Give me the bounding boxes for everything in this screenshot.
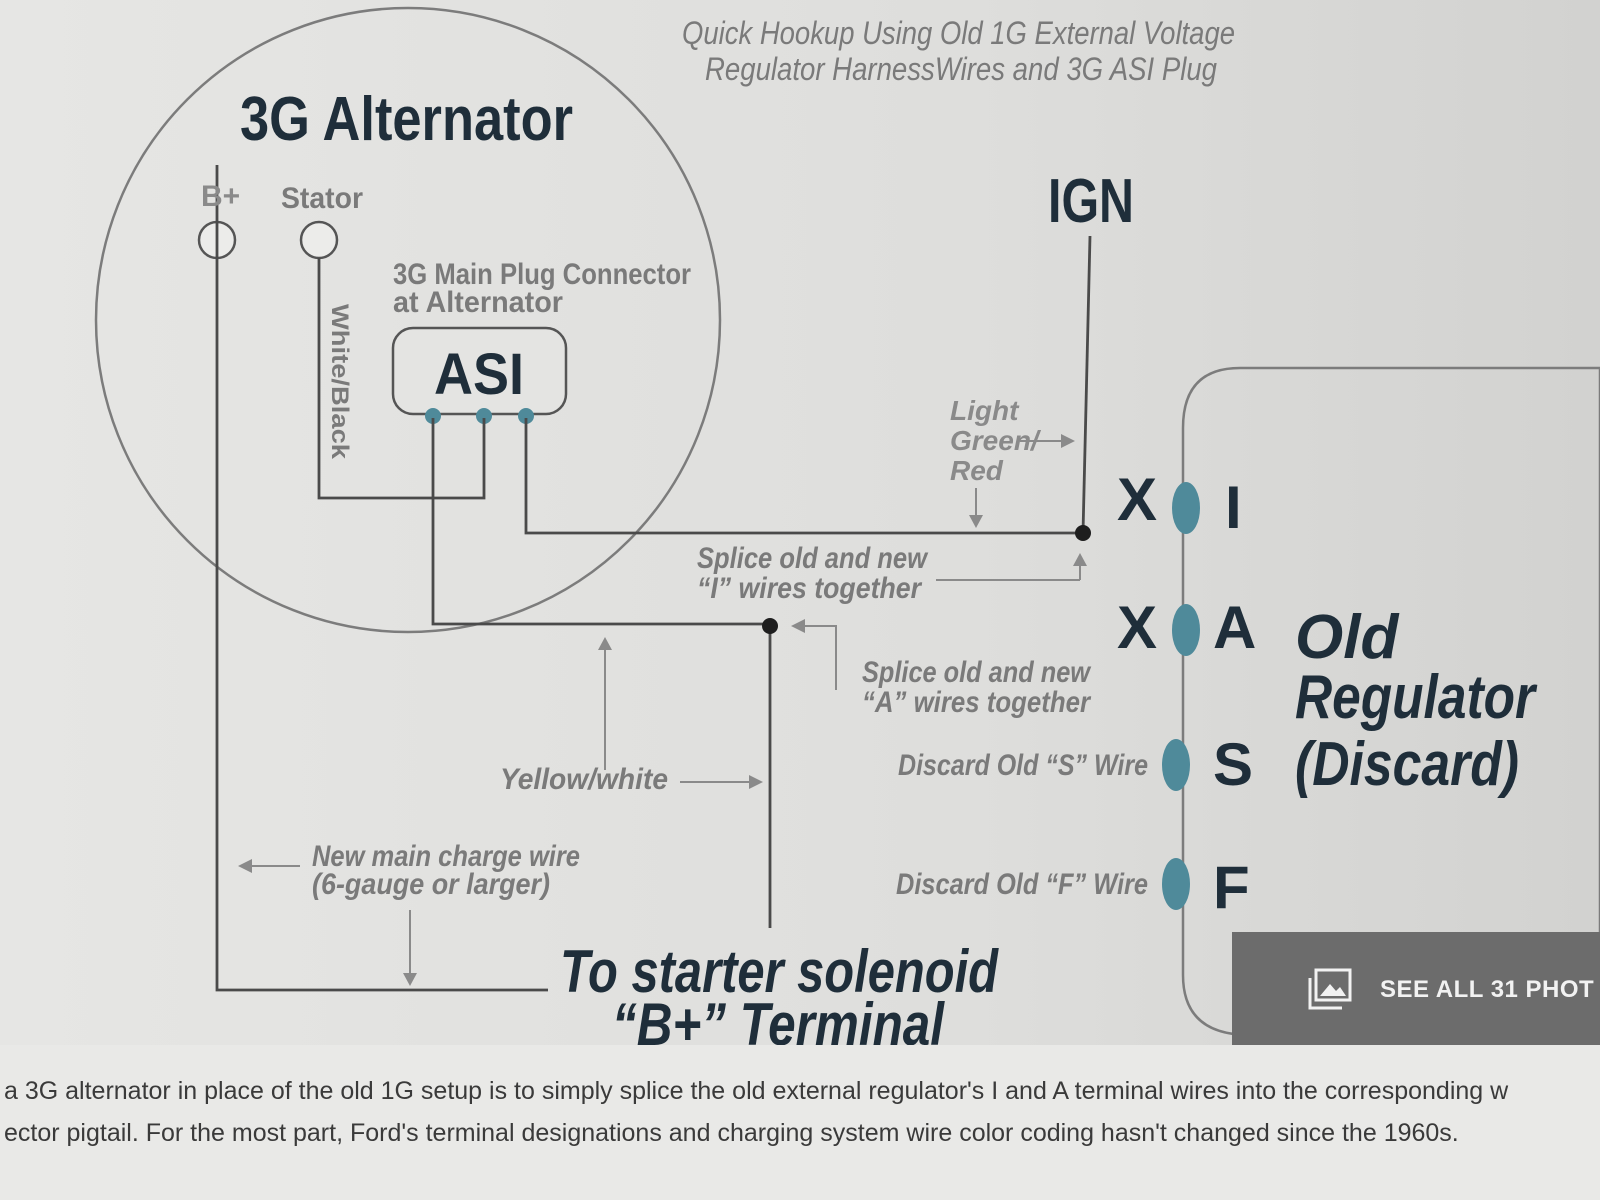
asi-pin bbox=[518, 408, 534, 424]
new-charge-label-1: New main charge wire bbox=[312, 840, 580, 873]
old-regulator-label-3: (Discard) bbox=[1295, 730, 1519, 799]
diagram-subtitle-line2: Regulator HarnessWires and 3G ASI Plug bbox=[705, 51, 1217, 87]
a-wire bbox=[431, 418, 772, 928]
discard-f-label: Discard Old “F” Wire bbox=[896, 868, 1148, 901]
ign-wire bbox=[1081, 235, 1092, 534]
regulator-terminal-dots bbox=[1162, 482, 1200, 910]
x-mark-i: X bbox=[1117, 466, 1157, 533]
stator-wire bbox=[317, 258, 486, 500]
main-plug-label-line1: 3G Main Plug Connector bbox=[393, 258, 691, 291]
wires bbox=[215, 165, 1092, 992]
wiring-diagram: Quick Hookup Using Old 1G External Volta… bbox=[94, 6, 1600, 1045]
old-regulator-label-2: Regulator bbox=[1295, 663, 1537, 732]
caption-area bbox=[0, 1045, 1600, 1200]
caption-line-2: ector pigtail. For the most part, Ford's… bbox=[4, 1119, 1459, 1147]
arrow-heads bbox=[238, 434, 1087, 986]
stator-label: Stator bbox=[281, 182, 363, 215]
asi-pin bbox=[476, 408, 492, 424]
white-black-label: White/Black bbox=[326, 304, 353, 460]
asi-label: ASI bbox=[434, 342, 524, 407]
photo-gallery-icon bbox=[1306, 968, 1354, 1017]
i-wire bbox=[524, 418, 1083, 535]
main-charge-wire bbox=[215, 165, 548, 992]
terminal-s-label: S bbox=[1213, 731, 1253, 798]
alternator-outline bbox=[94, 6, 722, 634]
terminal-a-label: A bbox=[1213, 594, 1256, 661]
main-plug-label-line2: at Alternator bbox=[393, 286, 563, 319]
asi-pin bbox=[425, 408, 441, 424]
starter-label-2: “B+” Terminal bbox=[612, 991, 945, 1045]
yellow-white-label: Yellow/white bbox=[500, 763, 668, 796]
terminal-i-label: I bbox=[1225, 474, 1242, 541]
terminal-f-label: F bbox=[1213, 854, 1250, 921]
splice-i-label-2: “I” wires together bbox=[697, 572, 923, 605]
i-splice-dot bbox=[1075, 525, 1091, 541]
splice-i-label-1: Splice old and new bbox=[697, 542, 928, 575]
light-green-label-3: Red bbox=[950, 455, 1004, 486]
alternator-title: 3G Alternator bbox=[240, 85, 573, 154]
light-green-label-1: Light bbox=[950, 395, 1020, 426]
bplus-label: B+ bbox=[201, 180, 240, 213]
discard-s-label: Discard Old “S” Wire bbox=[898, 749, 1148, 782]
a-splice-dot bbox=[762, 618, 778, 634]
starter-label-1: To starter solenoid bbox=[560, 938, 999, 1005]
new-charge-label-2: (6-gauge or larger) bbox=[312, 868, 550, 901]
see-all-photos-label: SEE ALL 31 PHOT bbox=[1380, 976, 1595, 1003]
see-all-photos-button[interactable]: SEE ALL 31 PHOT bbox=[1232, 932, 1600, 1045]
splice-a-label-1: Splice old and new bbox=[862, 656, 1091, 689]
caption-line-1: a 3G alternator in place of the old 1G s… bbox=[4, 1077, 1509, 1105]
light-green-label-2: Green/ bbox=[950, 425, 1042, 456]
old-regulator-label-1: Old bbox=[1295, 603, 1399, 672]
splice-a-label-2: “A” wires together bbox=[862, 686, 1092, 719]
stator-terminal bbox=[299, 220, 339, 260]
diagram-area bbox=[0, 0, 1600, 1045]
ign-label: IGN bbox=[1048, 167, 1134, 236]
diagram-subtitle-line1: Quick Hookup Using Old 1G External Volta… bbox=[682, 15, 1235, 51]
x-mark-a: X bbox=[1117, 594, 1157, 661]
